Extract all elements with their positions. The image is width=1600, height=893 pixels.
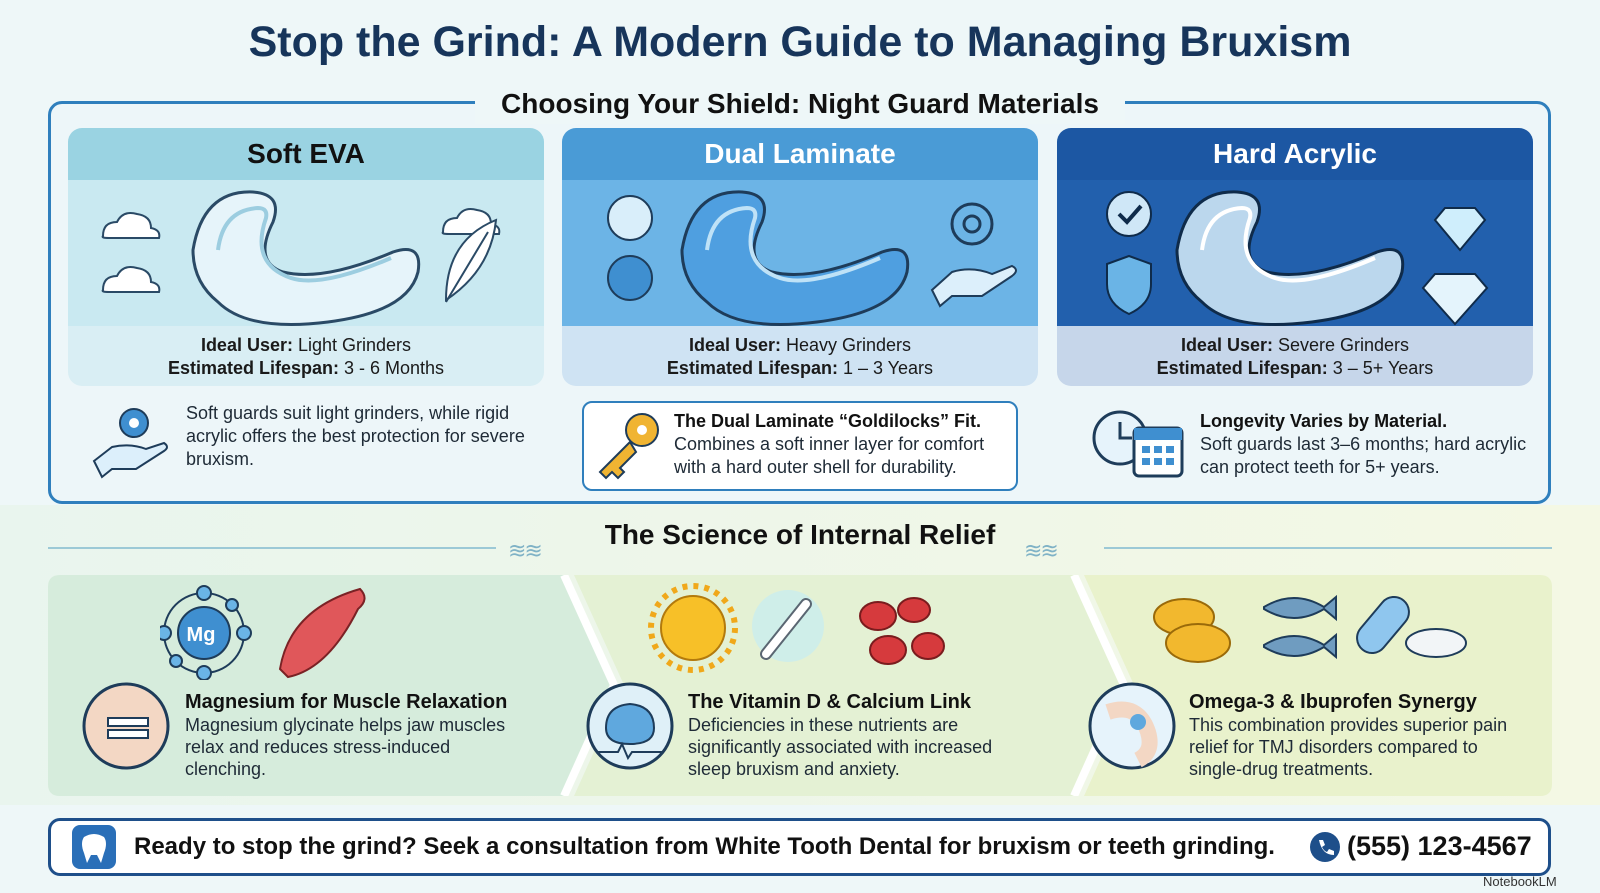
magnesium-atom-icon [177,606,231,660]
mouthguard-icon [191,190,421,326]
phone-number[interactable]: (555) 123-4567 [1347,831,1532,861]
science-item-text: Magnesium glycinate helps jaw muscles re… [185,715,506,779]
card-illustration [68,180,544,326]
ideal-user-label: Ideal User: [688,335,781,355]
sun-icon [648,583,738,673]
science-item-title: The Vitamin D & Calcium Link [688,691,972,713]
key-icon [598,413,659,480]
feather-icon [444,218,498,303]
magnesium-muscle-icons [160,585,366,680]
mouthguard-icon [1175,190,1405,326]
brand-watermark: NotebookLM [1483,874,1557,889]
note-text: Combines a soft inner layer for comfort … [674,434,985,477]
lifespan-label: Estimated Lifespan: [167,358,339,378]
goldilocks-callout [582,401,1018,491]
omega-ibuprofen-icons [1153,594,1467,663]
phone-icon[interactable] [1310,832,1340,862]
softgel-capsule-icon [1153,598,1231,663]
card-title: Soft EVA [68,128,544,180]
hard-guard-illustration [1106,190,1489,326]
ideal-user-value: Heavy Grinders [781,335,912,355]
layer-circle-icon [607,195,653,241]
brain-icon [586,682,674,770]
card-illustration [1057,180,1533,326]
science-item-vitamin-d: The Vitamin D & Calcium Link Deficiencie… [688,690,1018,780]
soft-guard-illustration [101,190,501,326]
science-item-text: This combination provides superior pain … [1189,715,1508,779]
lifespan-value: 3 - 6 Months [339,358,445,378]
mg-label: Mg [186,624,216,646]
divider-right [1104,547,1552,549]
gear-icon [950,202,994,246]
wave-icon: ≋≋ [508,538,543,563]
shield-icon [1106,254,1152,316]
science-item-text: Deficiencies in these nutrients are sign… [688,715,993,779]
cta-banner [48,818,1551,876]
jaw-icon [82,682,170,770]
cloud-icon [101,212,161,239]
check-icon [1106,191,1152,237]
card-illustration [562,180,1038,326]
tmj-joint-icon [1088,682,1176,770]
hand-icon [930,264,1017,308]
note-title: The Dual Laminate “Goldilocks” Fit. [674,411,982,431]
science-section-title: The Science of Internal Relief [604,519,996,550]
layer-circle-icon [607,255,653,301]
lifespan-value: 3 – 5+ Years [1327,358,1434,378]
note-goldilocks: The Dual Laminate “Goldilocks” Fit. Comb… [674,410,1010,490]
note-longevity: Longevity Varies by Material. Soft guard… [1200,410,1530,490]
lifespan-label: Estimated Lifespan: [666,358,838,378]
card-soft-eva: Soft EVA Ideal User: Light Grinders Esti [68,128,544,386]
divider-left [48,547,496,549]
ideal-user-label: Ideal User: [200,335,293,355]
diamond-icon [1421,273,1489,326]
mouthguard-icon [680,190,910,326]
note-title: Longevity Varies by Material. [1200,411,1448,431]
cloud-icon [101,266,161,293]
card-title: Hard Acrylic [1057,128,1533,180]
note-text: Soft guards suit light grinders, while r… [186,403,525,469]
diamond-icon [1433,207,1487,252]
card-footer: Ideal User: Light Grinders Estimated Lif… [68,326,544,386]
pill-icon [1356,595,1467,658]
card-hard-acrylic: Hard Acrylic Ideal User: Severe Grinders… [1057,128,1533,386]
wave-icon: ≋≋ [1024,538,1059,563]
science-item-omega: Omega-3 & Ibuprofen Synergy This combina… [1189,690,1519,780]
blood-cell-icon [859,597,945,665]
tooth-icon [72,825,116,869]
card-footer: Ideal User: Heavy Grinders Estimated Lif… [562,326,1038,386]
note-soft-vs-rigid: Soft guards suit light grinders, while r… [186,402,526,482]
lifespan-label: Estimated Lifespan: [1156,358,1328,378]
materials-section-title: Choosing Your Shield: Night Guard Materi… [475,84,1125,124]
ideal-user-value: Light Grinders [292,335,412,355]
science-item-title: Magnesium for Muscle Relaxation [185,691,508,713]
page-title: Stop the Grind: A Modern Guide to Managi… [248,18,1352,66]
cta-text: Ready to stop the grind? Seek a consulta… [134,833,1275,860]
card-dual-laminate: Dual Laminate Ideal User: Heavy Grinders… [562,128,1038,386]
ideal-user-value: Severe Grinders [1272,335,1410,355]
card-footer: Ideal User: Severe Grinders Estimated Li… [1057,326,1533,386]
lifespan-value: 1 – 3 Years [837,358,934,378]
fish-icon [1263,594,1337,660]
dual-guard-illustration [607,190,1017,326]
bone-icon [752,590,824,662]
ideal-user-label: Ideal User: [1180,335,1273,355]
vitamin-d-calcium-icons [648,583,945,673]
science-item-magnesium: Magnesium for Muscle Relaxation Magnesiu… [185,690,535,780]
gear-hand-icon [92,408,168,479]
card-title: Dual Laminate [562,128,1038,180]
science-item-title: Omega-3 & Ibuprofen Synergy [1189,691,1477,713]
note-text: Soft guards last 3–6 months; hard acryli… [1200,434,1527,477]
clock-calendar-icon [1092,410,1184,478]
muscle-icon [278,587,366,679]
